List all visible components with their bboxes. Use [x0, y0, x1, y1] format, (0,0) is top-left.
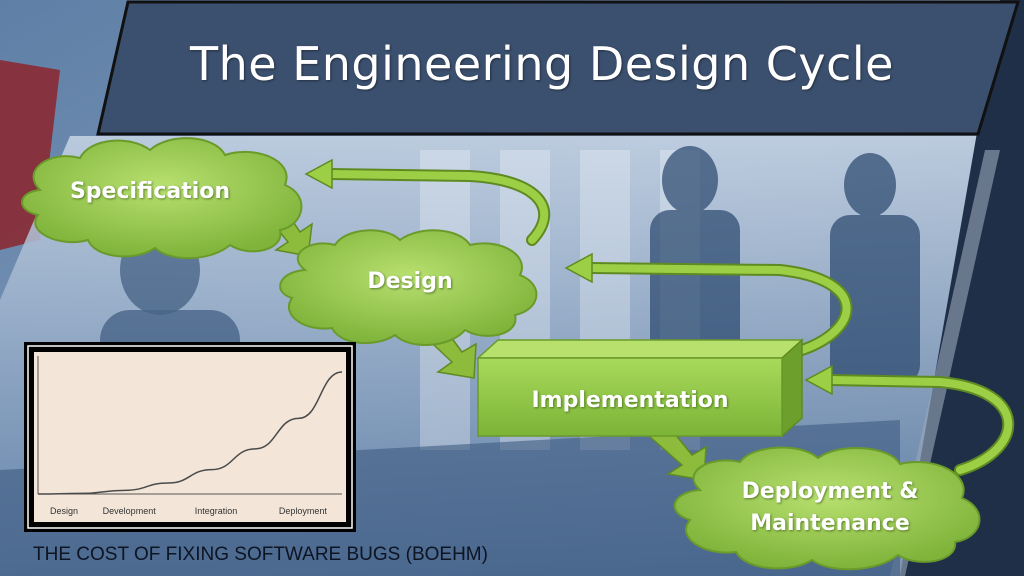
chart-tick-label: Deployment	[279, 506, 328, 516]
deployment-label-line2: Maintenance	[750, 510, 910, 536]
specification-cloud	[21, 137, 303, 260]
feedback-arrow-design-to-spec	[304, 158, 551, 246]
chart-plot-area	[34, 352, 346, 522]
implementation-label: Implementation	[531, 388, 729, 413]
slide-title: The Engineering Design Cycle	[190, 37, 894, 91]
bug-cost-chart: Design Development Integration Deployment	[24, 342, 356, 532]
deployment-maintenance-label: Deployment & Maintenance	[690, 476, 970, 540]
title-bar: The Engineering Design Cycle	[0, 0, 1024, 136]
chart-caption: THE COST OF FIXING SOFTWARE BUGS (BOEHM)	[33, 544, 488, 565]
chart-series-line-0	[37, 371, 343, 495]
design-label: Design	[367, 269, 453, 294]
deployment-label-line1: Deployment &	[741, 479, 919, 504]
implementation-box	[476, 338, 804, 438]
chart-tick-label: Development	[103, 506, 157, 516]
feedback-arrow-impl-to-design	[564, 252, 853, 356]
chart-tick-label: Integration	[195, 506, 238, 516]
bug-cost-chart-svg: Design Development Integration Deployment	[27, 345, 353, 529]
design-cloud	[279, 229, 538, 346]
deployment-cloud	[673, 446, 981, 571]
specification-label: Specification	[69, 179, 231, 204]
title-bar-background	[96, 0, 1021, 136]
chart-tick-label: Design	[50, 506, 78, 516]
feedback-arrow-deploy-to-impl	[804, 364, 1015, 476]
